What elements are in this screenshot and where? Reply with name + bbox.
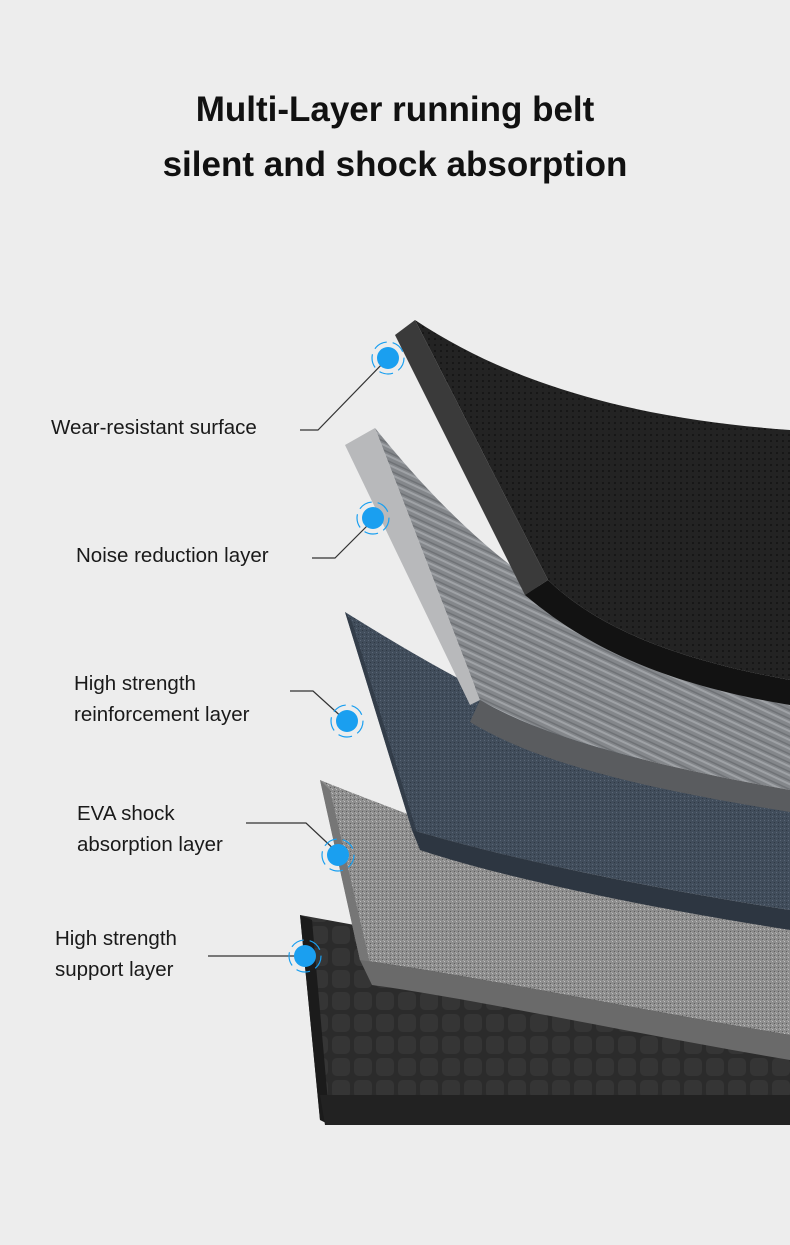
label-support-layer: High strength support layer [55, 923, 177, 985]
label-line: support layer [55, 958, 174, 981]
marker-reinforcement [330, 704, 364, 738]
leader-line-reinforcement [290, 690, 346, 721]
leader-line-surface [300, 357, 389, 431]
marker-eva [321, 838, 355, 872]
marker-surface [371, 341, 405, 375]
label-reinforcement-layer: High strength reinforcement layer [74, 668, 249, 730]
surface-layer-shape [395, 320, 790, 705]
label-line: High strength [74, 672, 196, 695]
label-wear-resistant-surface: Wear-resistant surface [51, 412, 257, 443]
label-line: absorption layer [77, 833, 223, 856]
label-noise-reduction-layer: Noise reduction layer [76, 540, 269, 571]
label-eva-shock-absorption-layer: EVA shock absorption layer [77, 798, 223, 860]
label-line: Noise reduction layer [76, 544, 269, 567]
label-line: High strength [55, 927, 177, 950]
marker-support [288, 939, 322, 973]
leader-line-noise [312, 519, 374, 559]
label-line: EVA shock [77, 802, 175, 825]
marker-noise [356, 501, 390, 535]
label-line: reinforcement layer [74, 703, 250, 726]
label-line: Wear-resistant surface [51, 416, 257, 439]
headline-line-2: silent and shock absorption [162, 145, 628, 184]
noise-layer-shape [345, 428, 790, 812]
headline-line-1: Multi-Layer running belt [195, 90, 595, 129]
leader-line-eva [246, 822, 339, 854]
